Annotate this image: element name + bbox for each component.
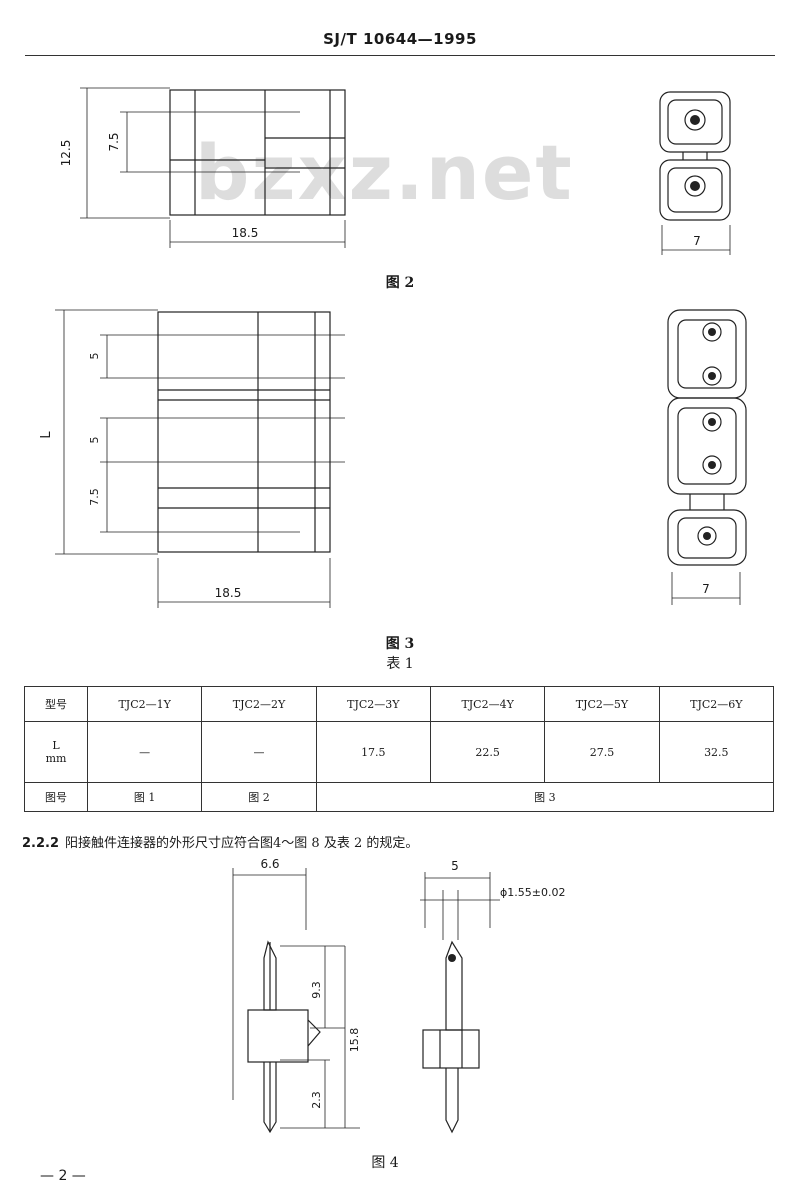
L-value-cell: — — [86, 721, 203, 783]
table-row: 型号 TJC2—1Y TJC2—2Y TJC2—3Y TJC2—4Y TJC2—… — [24, 686, 775, 722]
fig2-dim-pitch: 7.5 — [107, 132, 121, 151]
figure-4-drawing: 6.6 9.3 15.8 2.3 5 ϕ1.55±0.02 — [232, 857, 565, 1134]
table-row: 图号 图 1 图 2 图 3 — [24, 782, 775, 812]
figure-3-drawing: L 5 5 7.5 18.5 7 — [39, 309, 747, 608]
fig-ref-cell: 图 3 — [315, 782, 775, 812]
L-value-cell: — — [201, 721, 317, 783]
L-value-cell: 17.5 — [315, 721, 431, 783]
L-value-cell: 22.5 — [429, 721, 546, 783]
fig3-dim-mid-small: 5 — [88, 437, 101, 444]
table-1: 型号 TJC2—1Y TJC2—2Y TJC2—3Y TJC2—4Y TJC2—… — [24, 686, 775, 812]
fig4-dim-right-width: 5 — [451, 859, 459, 873]
fig3-dim-width: 18.5 — [215, 586, 242, 600]
standard-number: SJ/T 10644—1995 — [323, 30, 477, 48]
fig4-dim-upper-pin: 9.3 — [310, 981, 323, 999]
fig4-dim-lower-pin: 2.3 — [310, 1091, 323, 1109]
model-cell: TJC2—1Y — [86, 686, 203, 722]
L-value-cell: 32.5 — [658, 721, 775, 783]
fig2-dim-side-width: 7 — [693, 234, 701, 248]
table-1-caption: 表 1 — [386, 656, 414, 672]
row-header-L-unit: mm — [45, 752, 67, 765]
fig2-dim-width: 18.5 — [232, 226, 259, 240]
fig3-dim-height-label: L — [39, 431, 54, 439]
fig-ref-cell: 图 1 — [86, 782, 203, 812]
row-header-model: 型号 — [24, 686, 88, 722]
fig3-dim-side-width: 7 — [702, 582, 710, 596]
figure-3-caption: 图 3 — [385, 636, 415, 652]
clause-number: 2.2.2 — [22, 836, 60, 851]
fig-ref-cell: 图 2 — [201, 782, 317, 812]
L-value-cell: 27.5 — [544, 721, 660, 783]
table-row: L mm — — 17.5 22.5 27.5 32.5 — [24, 721, 775, 783]
fig4-dim-pin-diameter: ϕ1.55±0.02 — [500, 886, 565, 899]
fig3-dim-top-small: 5 — [88, 353, 101, 360]
figure-4-caption: 图 4 — [371, 1155, 399, 1171]
clause-2-2-2: 2.2.2 阳接触件连接器的外形尺寸应符合图4～图 8 及表 2 的规定。 — [22, 832, 418, 851]
figure-2-caption: 图 2 — [385, 275, 415, 291]
page-number: — 2 — — [40, 1168, 86, 1184]
model-cell: TJC2—5Y — [544, 686, 660, 722]
header-rule — [25, 55, 775, 56]
watermark: bzxz.net — [195, 128, 574, 217]
fig4-dim-top-width: 6.6 — [260, 857, 279, 871]
row-header-L-cell: L mm — [24, 721, 88, 783]
clause-text: 阳接触件连接器的外形尺寸应符合图4～图 8 及表 2 的规定。 — [65, 836, 419, 851]
model-cell: TJC2—3Y — [315, 686, 431, 722]
model-cell: TJC2—6Y — [658, 686, 775, 722]
fig4-dim-total: 15.8 — [348, 1028, 361, 1053]
row-header-fig: 图号 — [24, 782, 88, 812]
model-cell: TJC2—2Y — [201, 686, 317, 722]
page-header: SJ/T 10644—1995 — [0, 0, 800, 58]
figure-2-drawing: 12.5 7.5 18.5 7 — [59, 87, 731, 255]
model-cell: TJC2—4Y — [429, 686, 546, 722]
row-header-L: L — [52, 738, 60, 752]
fig3-dim-pitch: 7.5 — [88, 488, 101, 506]
fig2-dim-height-total: 12.5 — [59, 140, 73, 167]
